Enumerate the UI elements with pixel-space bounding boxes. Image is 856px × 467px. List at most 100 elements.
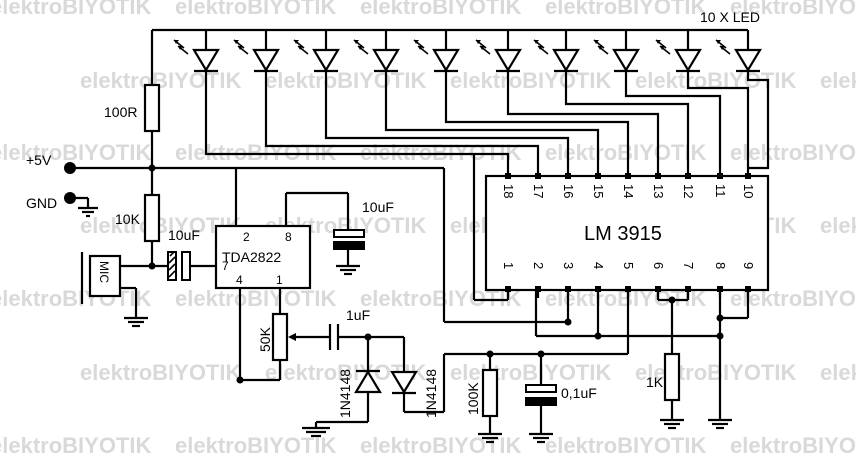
lm3915-pin-pad — [565, 173, 571, 179]
watermark-text: elektroBIYOTIK — [545, 0, 706, 19]
capacitor-10uf-label: 10uF — [168, 227, 200, 243]
led-diode — [612, 48, 640, 73]
led-diode — [192, 48, 220, 73]
light-arrow-head — [656, 40, 661, 44]
lm3915-pin-label: 8 — [713, 262, 728, 269]
diode-1-label: 1N4148 — [337, 369, 353, 418]
junction-dot — [716, 332, 724, 340]
lm3915-pin-label: 7 — [681, 262, 696, 269]
light-arrow-head — [598, 46, 603, 50]
resistor-1k — [663, 352, 681, 402]
watermark-text: elektroBIYOTIK — [360, 0, 521, 19]
led-group — [173, 30, 762, 73]
watermark-text: elektroBIYOTIK — [360, 433, 521, 458]
microphone: MIC — [80, 252, 168, 328]
led-diode — [552, 48, 580, 73]
pot-label: 50K — [257, 326, 273, 352]
tda2822-pin-1: 1 — [276, 273, 283, 287]
watermark-text: elektroBIYOTIK — [0, 140, 151, 165]
junction-dot — [236, 376, 244, 384]
watermark-text: elektroBIYOTIK — [360, 140, 521, 165]
watermark-text: elektroBIYOTIK — [450, 68, 611, 93]
lm3915-pin-label: 17 — [531, 184, 546, 198]
lm3915-pin-pad — [565, 286, 571, 292]
lm3915-pin-label: 1 — [501, 262, 516, 269]
light-arrow-head — [534, 40, 539, 44]
lm3915-pin-pad — [745, 173, 751, 179]
lm3915-pin-pad — [717, 286, 723, 292]
lm3915-pin-label: 18 — [501, 184, 516, 198]
lm3915-pin-pad — [655, 173, 661, 179]
watermark-text: elektroBIYOTIK — [175, 0, 336, 19]
light-arrow-head — [238, 46, 243, 50]
tda2822-body — [214, 224, 312, 290]
lm3915-pin-pad — [535, 286, 541, 292]
led-cathode-wire — [506, 72, 660, 168]
mic-body — [88, 254, 122, 298]
diode-2-label: 1N4148 — [423, 369, 439, 418]
led-cathode-wire — [384, 72, 600, 168]
led-cathode-wire — [746, 72, 770, 170]
watermark-text: elektroBIYOTIK — [730, 140, 856, 165]
capacitor-10uf-supply-label: 10uF — [362, 199, 394, 215]
supply-chain: 100R 10K +5V GND — [26, 30, 236, 266]
tda2822-amplifier: TDA2822 2 8 7 4 1 — [214, 168, 350, 384]
lm3915-pin-label: 11 — [713, 184, 728, 198]
lm3915-pin-pad — [685, 173, 691, 179]
capacitor-0-1uf-label: 0,1uF — [561, 385, 597, 401]
light-arrow-head — [660, 46, 665, 50]
led-cathode-wire — [324, 72, 570, 168]
light-arrow-head — [418, 46, 423, 50]
light-arrow-head — [354, 40, 359, 44]
led-array-label: 10 X LED — [700, 9, 760, 25]
lm3915-pin-pad — [535, 173, 541, 179]
light-arrow-head — [538, 46, 543, 50]
potentiometer-50k: 50K — [257, 312, 330, 380]
light-arrow-head — [294, 40, 299, 44]
junction-dot — [564, 318, 572, 326]
watermark-text: elektroBIYOTIK — [80, 213, 241, 238]
led-cathode-wire — [204, 72, 510, 168]
lm3915-pin-label: 5 — [621, 262, 636, 269]
tda2822-pin-7: 7 — [222, 259, 229, 273]
tda2822-pin-2: 2 — [243, 230, 250, 244]
lm3915-pin-label: 9 — [741, 262, 756, 269]
hatch — [168, 256, 176, 264]
light-arrow-head — [716, 40, 721, 44]
lm3915-pin-pad — [625, 286, 631, 292]
led-diode — [734, 48, 762, 73]
led-diode — [494, 48, 522, 73]
led-cathode-wire — [264, 72, 540, 168]
resistor-10k-label: 10K — [115, 211, 141, 227]
watermark-text: elektroBIYOTIK — [545, 140, 706, 165]
resistor-100k — [481, 368, 499, 418]
watermark-text: elektroBIYOTIK — [175, 140, 336, 165]
led-pin-wiring — [204, 72, 770, 170]
led-diode — [674, 48, 702, 73]
lm3915-pin-pad — [505, 286, 511, 292]
capacitor-plate — [333, 229, 365, 238]
light-arrow-head — [594, 40, 599, 44]
detector-stage: 1uF 1N4148 1N4148 — [302, 290, 630, 438]
lm3915-pin-pad — [505, 173, 511, 179]
led-array: 10 X LED — [152, 9, 762, 73]
lm3915-pin-label: 13 — [651, 184, 666, 198]
tda2822-label: TDA2822 — [222, 249, 281, 265]
watermark-text: elektroBIYOTIK — [175, 433, 336, 458]
light-arrow-head — [476, 40, 481, 44]
led-diode — [372, 48, 400, 73]
resistor-100r — [143, 83, 161, 133]
light-arrow-head — [298, 46, 303, 50]
mic-label: MIC — [97, 261, 111, 283]
tda2822-pin-4: 4 — [236, 273, 243, 287]
watermark-text: elektroBIYOTIK — [0, 286, 151, 311]
light-arrow-head — [720, 46, 725, 50]
lm3915-pin-label: 10 — [741, 184, 756, 198]
lm3915-pin-pad — [595, 286, 601, 292]
lm3915-pin-pad — [685, 286, 691, 292]
led-cathode-wire — [686, 72, 750, 168]
junction-dot — [716, 314, 724, 322]
capacitor-10uf-supply: 10uF — [333, 199, 394, 276]
